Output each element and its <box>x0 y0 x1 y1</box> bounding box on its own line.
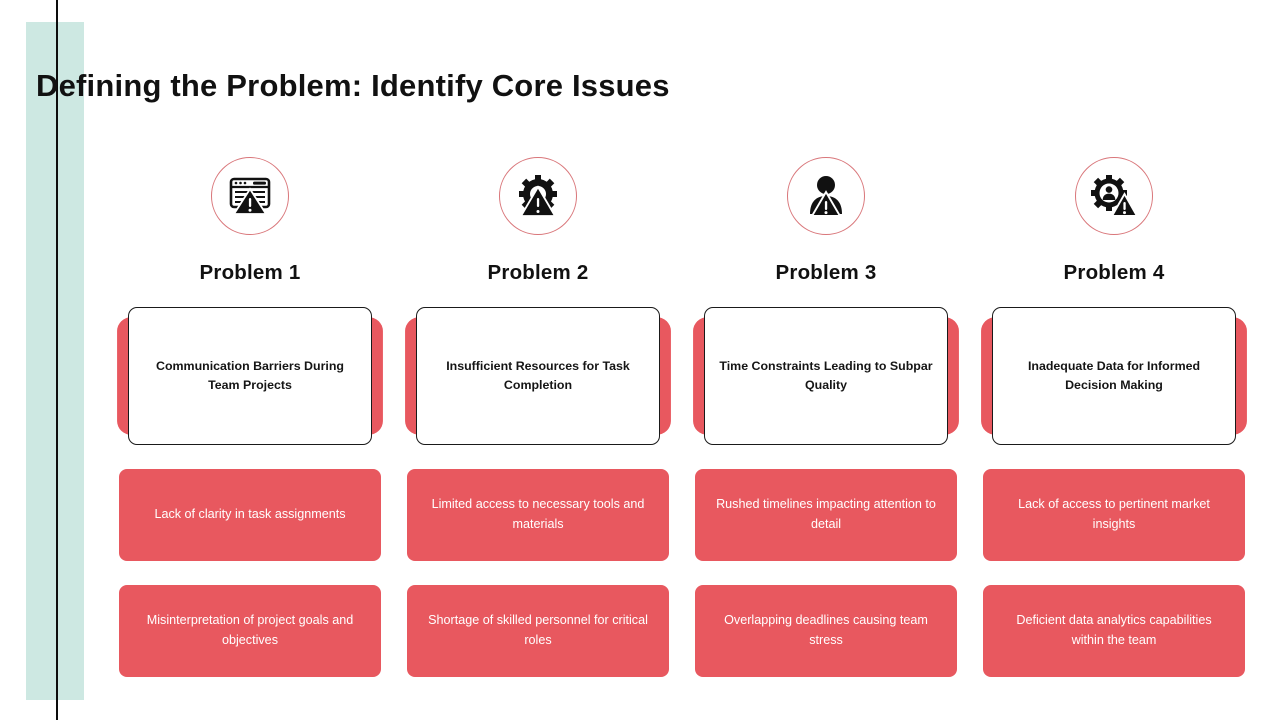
issue-box-4-2[interactable]: Deficient data analytics capabilities wi… <box>983 585 1245 677</box>
problem-column-2: Problem 2 Insufficient Resources for Tas… <box>394 150 682 680</box>
issue-box-2-1[interactable]: Limited access to necessary tools and ma… <box>407 469 669 561</box>
gear-warning-icon <box>499 157 577 235</box>
card-front-3: Time Constraints Leading to Subpar Quali… <box>704 307 948 445</box>
left-vertical-rule <box>56 0 58 720</box>
issue-text-4-2: Deficient data analytics capabilities wi… <box>1016 613 1212 647</box>
problem-heading-4: Problem 4 <box>1063 261 1165 284</box>
problem-card-2[interactable]: Insufficient Resources for Task Completi… <box>402 307 674 445</box>
issue-box-1-2[interactable]: Misinterpretation of project goals and o… <box>119 585 381 677</box>
issue-text-1-1: Lack of clarity in task assignments <box>154 507 346 522</box>
card-front-1: Communication Barriers During Team Proje… <box>128 307 372 445</box>
problem-heading-1: Problem 1 <box>199 261 301 284</box>
problem-card-3[interactable]: Time Constraints Leading to Subpar Quali… <box>690 307 962 445</box>
problem-column-1: Problem 1 Communication Barriers During … <box>106 150 394 680</box>
card-title-2: Insufficient Resources for Task Completi… <box>446 359 630 392</box>
browser-window-warning-icon <box>211 157 289 235</box>
gear-person-warning-icon <box>1075 157 1153 235</box>
issue-box-3-2[interactable]: Overlapping deadlines causing team stres… <box>695 585 957 677</box>
issue-text-3-1: Rushed timelines impacting attention to … <box>716 497 936 531</box>
problem-card-1[interactable]: Communication Barriers During Team Proje… <box>114 307 386 445</box>
left-accent-bar <box>26 22 84 700</box>
issue-text-2-2: Shortage of skilled personnel for critic… <box>428 613 648 647</box>
issue-box-4-1[interactable]: Lack of access to pertinent market insig… <box>983 469 1245 561</box>
card-title-1: Communication Barriers During Team Proje… <box>156 359 344 392</box>
problem-card-4[interactable]: Inadequate Data for Informed Decision Ma… <box>978 307 1250 445</box>
person-warning-icon <box>787 157 865 235</box>
issue-text-3-2: Overlapping deadlines causing team stres… <box>724 613 928 647</box>
issue-box-2-2[interactable]: Shortage of skilled personnel for critic… <box>407 585 669 677</box>
issue-text-2-1: Limited access to necessary tools and ma… <box>431 497 645 531</box>
problem-column-3: Problem 3 Time Constraints Leading to Su… <box>682 150 970 680</box>
card-title-3: Time Constraints Leading to Subpar Quali… <box>719 359 933 392</box>
issue-box-1-1[interactable]: Lack of clarity in task assignments <box>119 469 381 561</box>
card-front-4: Inadequate Data for Informed Decision Ma… <box>992 307 1236 445</box>
page-title: Defining the Problem: Identify Core Issu… <box>36 68 670 103</box>
problem-column-4: Problem 4 Inadequate Data for Informed D… <box>970 150 1258 680</box>
issue-box-3-1[interactable]: Rushed timelines impacting attention to … <box>695 469 957 561</box>
problem-heading-3: Problem 3 <box>775 261 877 284</box>
problem-columns: Problem 1 Communication Barriers During … <box>106 150 1266 680</box>
card-front-2: Insufficient Resources for Task Completi… <box>416 307 660 445</box>
issue-text-1-2: Misinterpretation of project goals and o… <box>146 613 354 647</box>
issue-text-4-1: Lack of access to pertinent market insig… <box>1018 497 1210 531</box>
problem-heading-2: Problem 2 <box>487 261 589 284</box>
card-title-4: Inadequate Data for Informed Decision Ma… <box>1027 359 1201 392</box>
